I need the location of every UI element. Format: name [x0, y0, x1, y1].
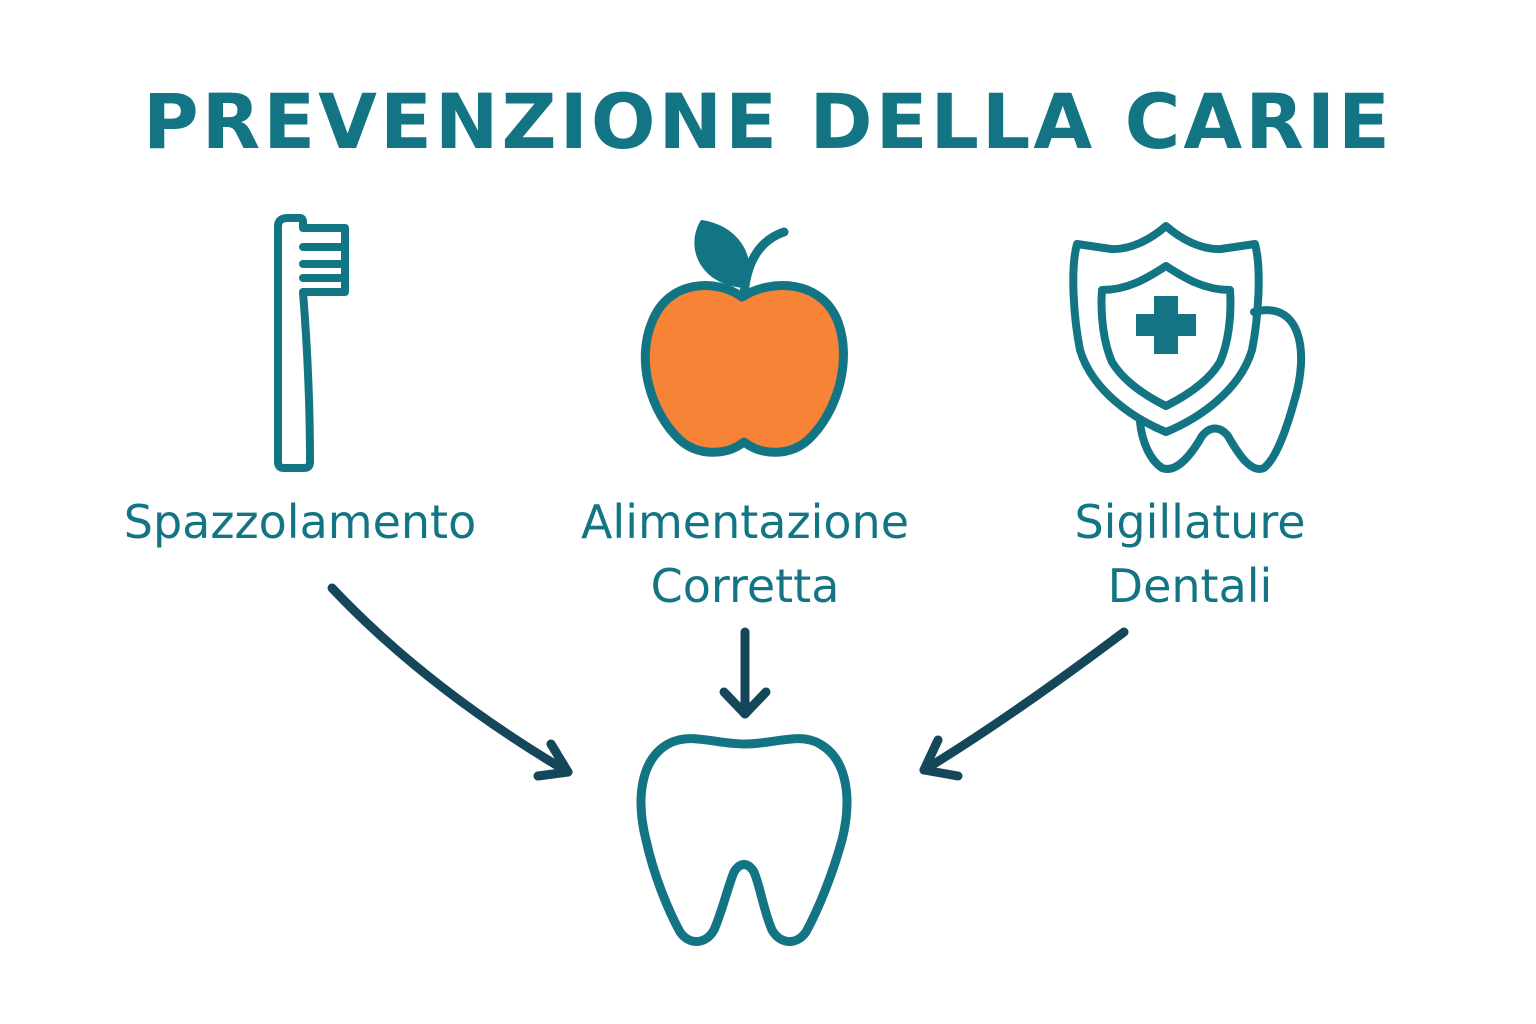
shield-inner: [1097, 262, 1235, 410]
cross-icon: [1136, 296, 1196, 354]
arrow-center: [719, 627, 771, 719]
label-diet-line-1: Alimentazione: [580, 495, 910, 549]
toothbrush-icon: [274, 214, 349, 472]
arrow-right: [919, 627, 1129, 781]
label-sealants-line-2: Dentali: [1107, 559, 1273, 613]
shield-tooth-icon: [1069, 222, 1306, 473]
tooth-icon: [636, 734, 852, 946]
label-sealants-line-1: Sigillature: [1074, 495, 1306, 549]
label-diet: Alimentazione Corretta: [530, 490, 960, 618]
arrow-left: [327, 583, 573, 781]
label-brushing-line-1: Spazzolamento: [123, 495, 477, 549]
shield-outer: [1069, 222, 1263, 436]
label-diet-line-2: Corretta: [650, 559, 840, 613]
tooth-behind-shield: [1136, 306, 1306, 473]
apple-leaf: [694, 220, 750, 288]
apple-icon: [640, 220, 848, 457]
label-brushing: Spazzolamento: [80, 490, 520, 554]
diagram-title: PREVENZIONE DELLA CARIE: [143, 77, 1393, 166]
label-sealants: Sigillature Dentali: [1010, 490, 1370, 618]
apple-body: [640, 281, 848, 457]
